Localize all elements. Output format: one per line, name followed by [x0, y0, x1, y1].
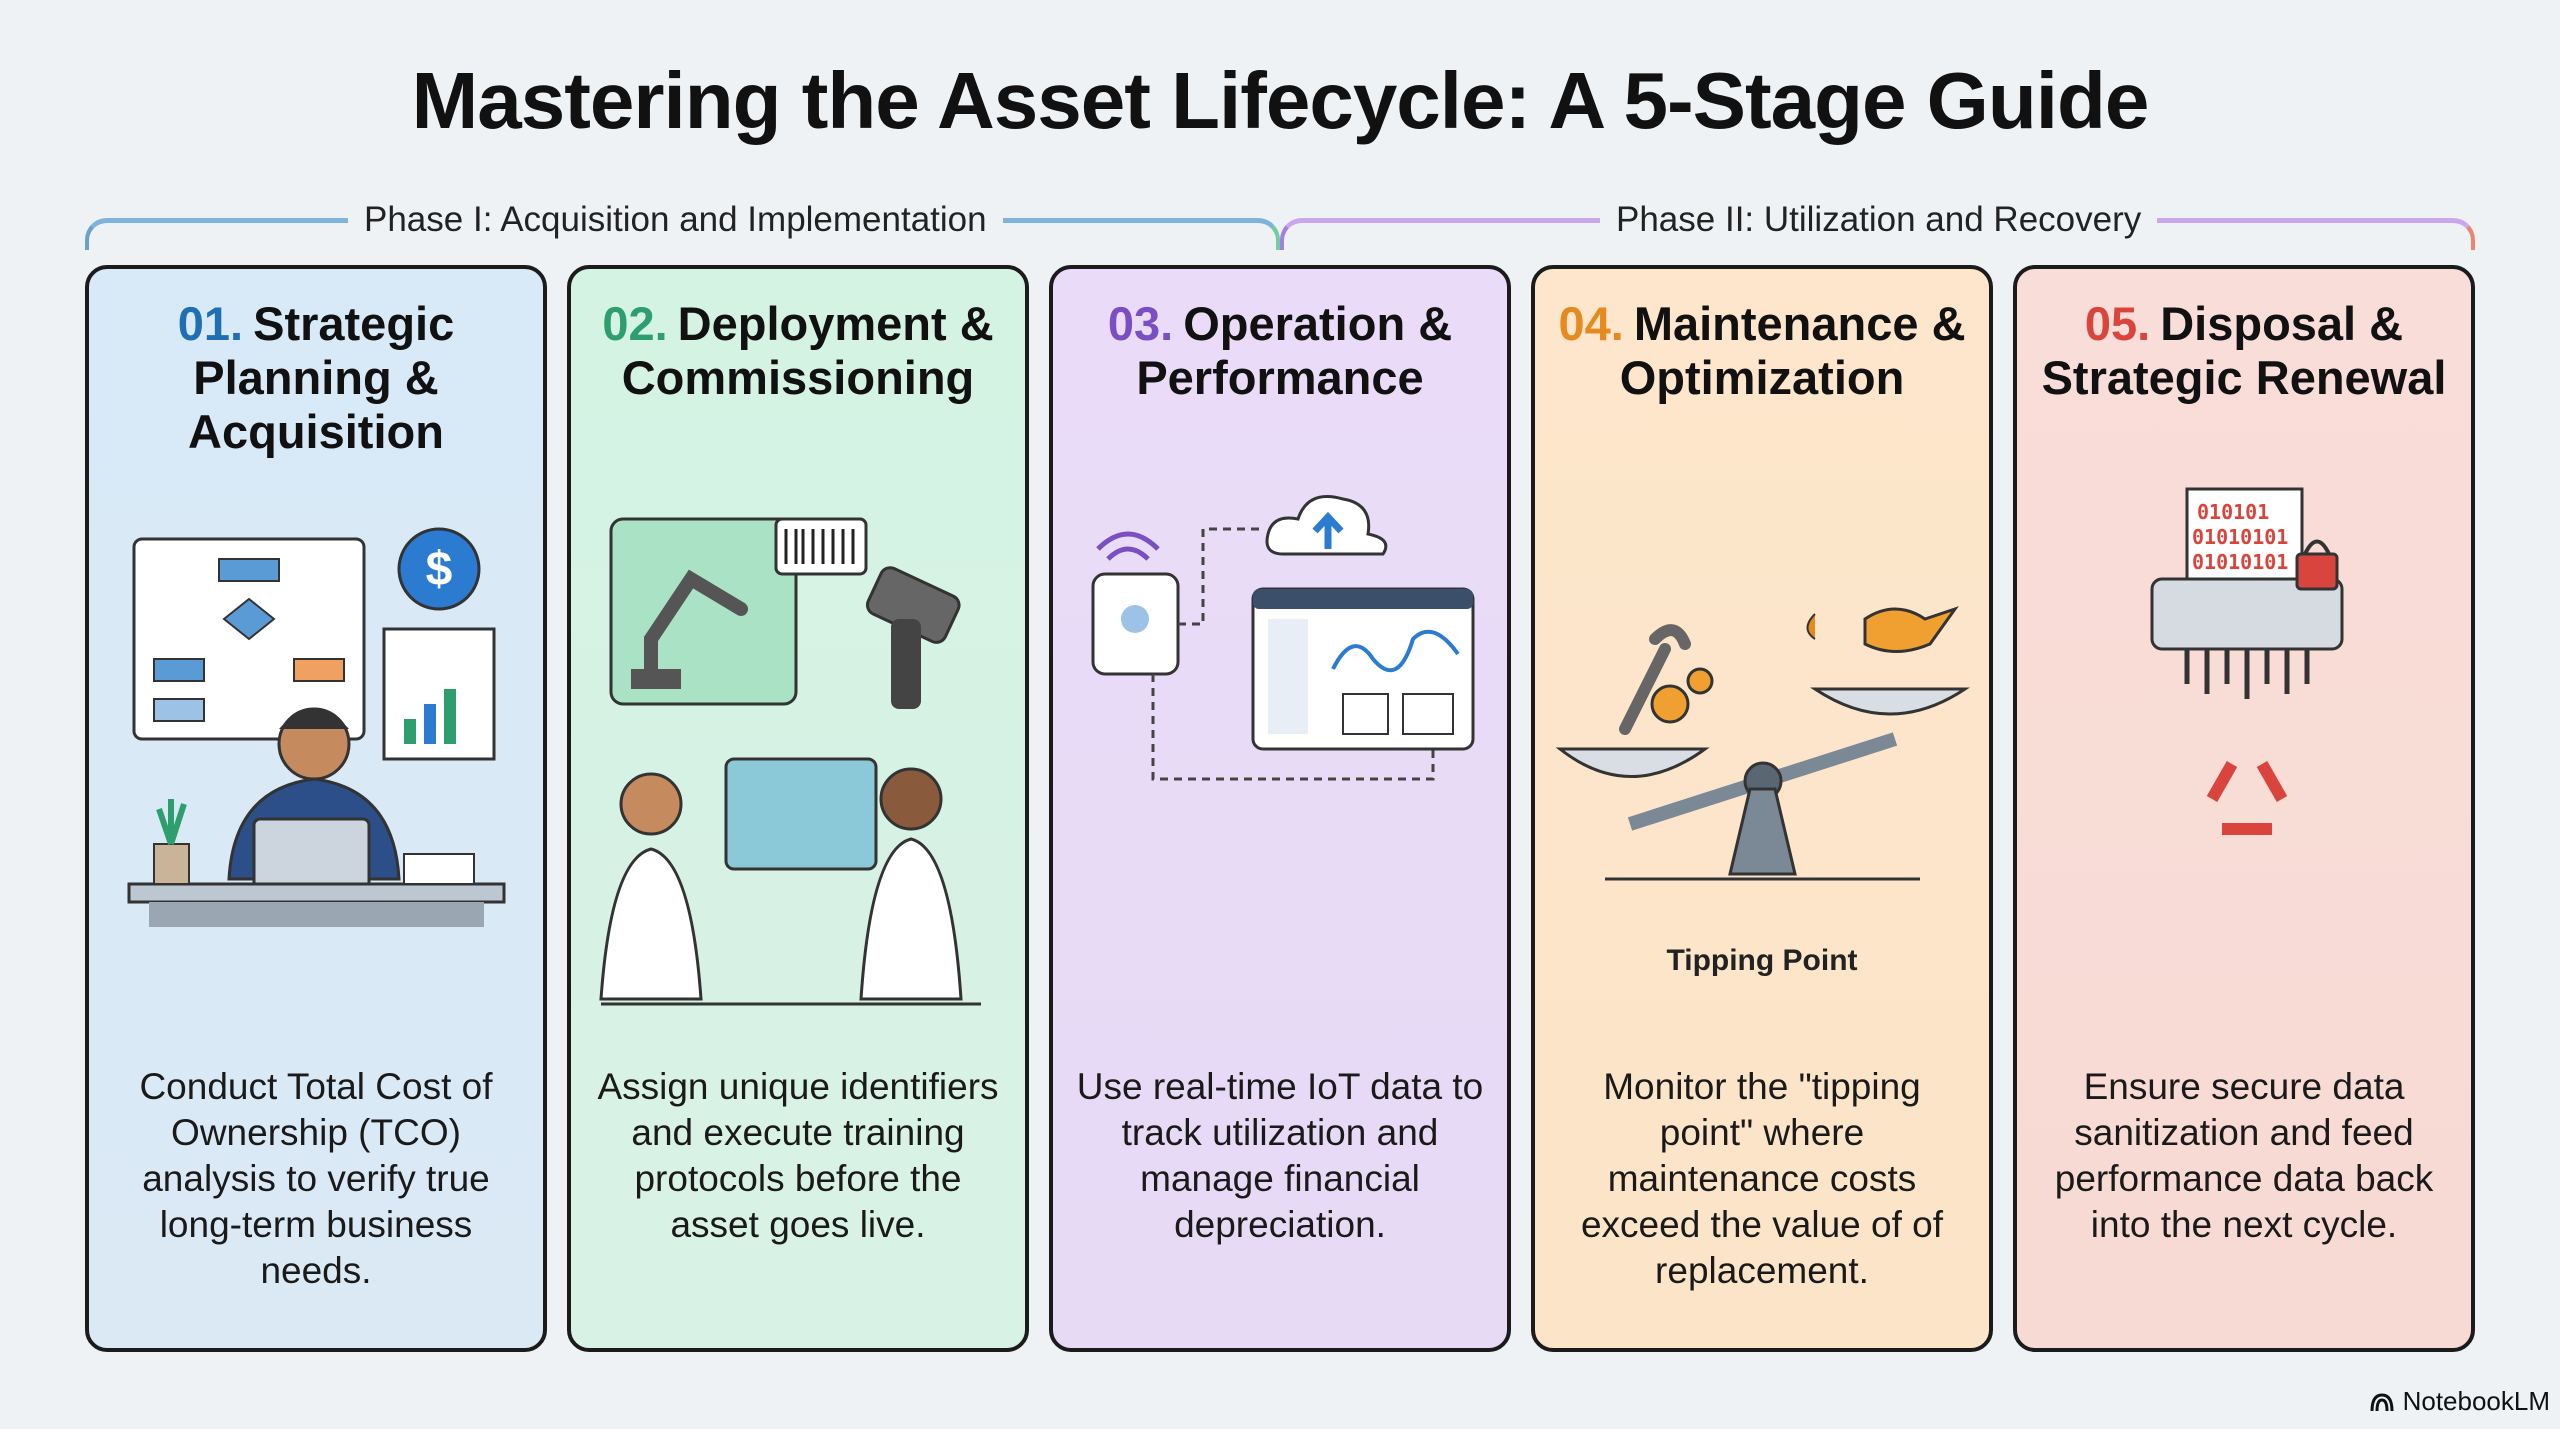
stage-card-3: 03.Operation & Performance Use real-time…	[1049, 265, 1511, 1352]
stage-card-2: 02.Deployment & Commissioning Assign uni…	[567, 265, 1029, 1352]
binary-text: 01010101	[2192, 550, 2288, 574]
stage-description: Ensure secure data sanitization and feed…	[2054, 1066, 2434, 1245]
stage-card-5: 05.Disposal & Strategic Renewal 010101 0…	[2013, 265, 2475, 1352]
stage-title: 04.Maintenance & Optimization	[1558, 297, 1966, 404]
notebooklm-logo-icon	[2370, 1392, 2394, 1411]
stage-title: 03.Operation & Performance	[1107, 297, 1453, 404]
phase-1-label: Phase I: Acquisition and Implementation	[348, 200, 1003, 240]
deployment-illustration-icon	[599, 517, 981, 1006]
tipping-point-label: Tipping Point	[1666, 944, 1858, 977]
iot-dashboard-illustration-icon	[1091, 495, 1475, 781]
planning-illustration-icon: $	[127, 527, 506, 927]
brand-logo: NotebookLM	[2369, 1386, 2550, 1417]
stage-title: 05.Disposal & Strategic Renewal	[2041, 297, 2447, 404]
binary-text: 01010101	[2192, 525, 2288, 549]
phase-2-label: Phase II: Utilization and Recovery	[1600, 200, 2158, 240]
stage-description: Assign unique identifiers and execute tr…	[597, 1066, 999, 1245]
stage-description: Conduct Total Cost of Ownership (TCO) an…	[139, 1066, 493, 1291]
binary-text: 010101	[2197, 500, 2269, 524]
stage-card-1: 01.Strategic Planning & Acquisition $ Co…	[85, 265, 547, 1352]
stage-title: 02.Deployment & Commissioning	[602, 297, 994, 404]
stage-title: 01.Strategic Planning & Acquisition	[177, 297, 455, 458]
svg-text:$: $	[426, 543, 453, 596]
balance-scale-illustration-icon	[1555, 606, 1970, 881]
shredder-recycle-illustration-icon: 010101 01010101 01010101	[2150, 487, 2344, 835]
stage-description: Monitor the "tipping point" where mainte…	[1580, 1066, 1944, 1291]
stage-card-4: 04.Maintenance & Optimization Tipping Po…	[1531, 265, 1993, 1352]
page-title: Mastering the Asset Lifecycle: A 5-Stage…	[411, 56, 2150, 145]
stage-description: Use real-time IoT data to track utilizat…	[1076, 1066, 1484, 1245]
